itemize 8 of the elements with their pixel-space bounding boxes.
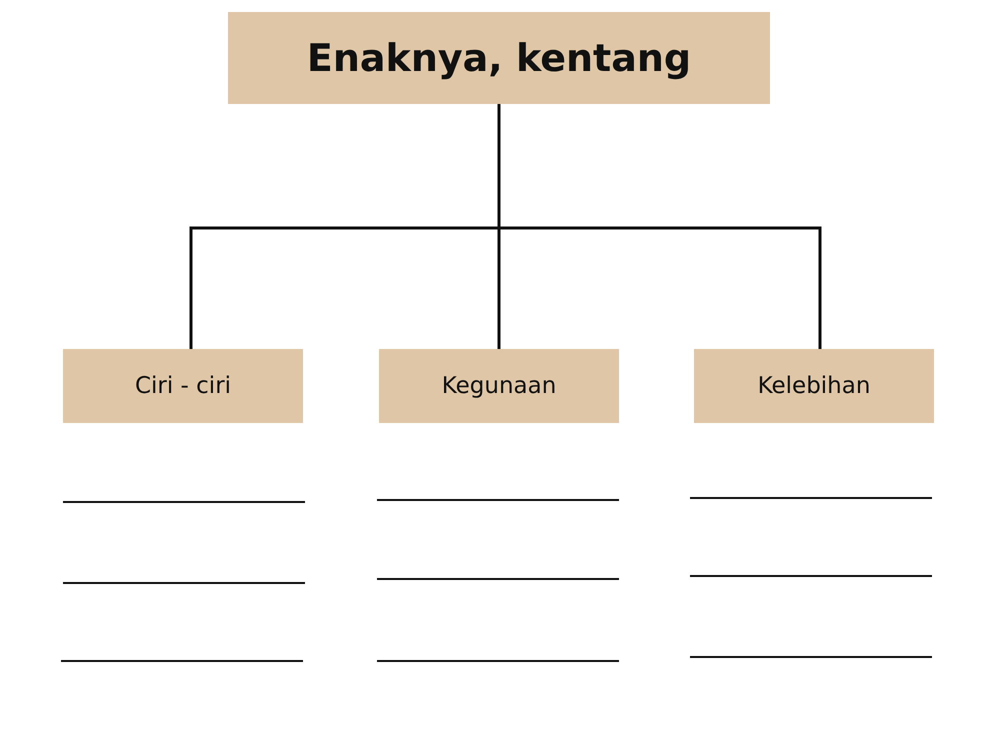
title-text: Enaknya, kentang	[306, 36, 692, 80]
category-label: Ciri - ciri	[134, 373, 232, 399]
category-box	[379, 349, 619, 423]
title-box	[228, 12, 770, 104]
category-box	[63, 349, 303, 423]
category-label: Kegunaan	[442, 373, 556, 399]
category-label: Kelebihan	[758, 373, 870, 399]
category-box	[694, 349, 934, 423]
